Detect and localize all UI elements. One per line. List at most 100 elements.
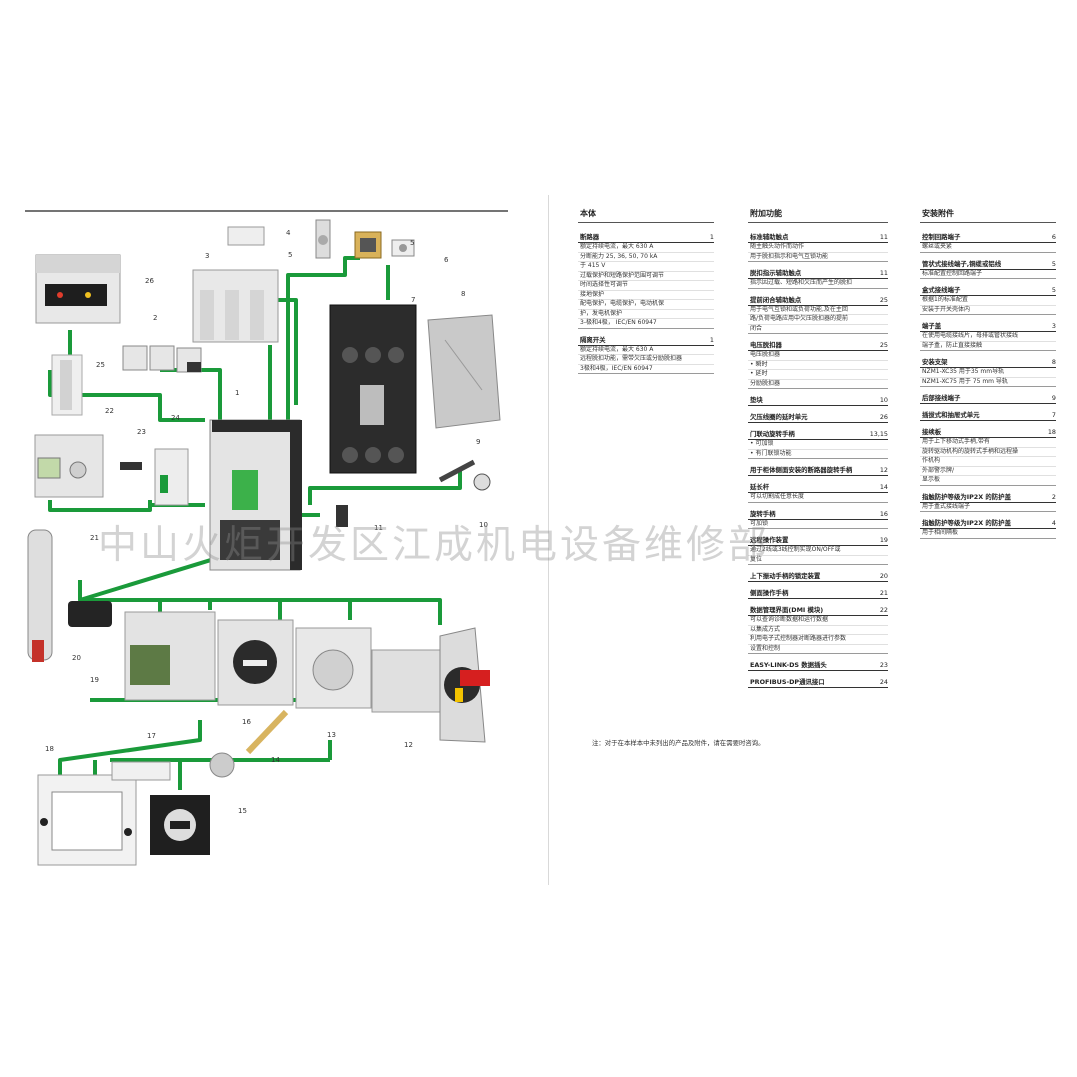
- callout-17: 17: [147, 732, 156, 740]
- entry-line: 于 415 V: [578, 262, 714, 272]
- entry-line: 电压脱扣器: [748, 351, 888, 361]
- callout-4: 4: [286, 229, 291, 237]
- callout-9: 9: [476, 438, 480, 446]
- entry-header: 欠压线圈的延时单元 26: [748, 413, 888, 423]
- entry-title: PROFIBUS-DP通讯接口: [750, 678, 825, 686]
- entry-title: 安装支架: [922, 358, 948, 366]
- entry-line: 安装于开关壳体内: [920, 306, 1056, 315]
- entry-line: 路/负荷电路应用中欠压脱扣器的提前: [748, 315, 888, 325]
- entry-header: 旋转手柄 16: [748, 510, 888, 520]
- mounting-plate-8: [427, 314, 501, 429]
- entry-reference-number: 5: [1051, 259, 1056, 268]
- entry-title: 指触防护等级为IP2X 的防护盖: [922, 492, 1011, 501]
- door-handle-13: [295, 627, 372, 709]
- entry-line: 在使用电缆接线片，母排或管状接线: [920, 332, 1056, 342]
- callout-25: 25: [96, 361, 105, 369]
- entry-line: 额定持续电流，最大 630 A: [578, 346, 714, 355]
- phase-separator-4: [227, 226, 265, 246]
- accessory-bus-top: [80, 598, 442, 625]
- entry-line: 额定持续电流，最大 630 A: [578, 243, 714, 253]
- entry-reference-number: 11: [879, 233, 888, 241]
- callout-18: 18: [45, 745, 54, 753]
- entry-line: 设置和控制: [748, 645, 888, 654]
- page-gutter: [548, 195, 549, 885]
- entry-header: 安装支架 8: [920, 358, 1056, 368]
- entry-title: 旋转手柄: [750, 509, 776, 518]
- entry-reference-number: 9: [1051, 394, 1056, 402]
- entry-header: 断路器 1: [578, 233, 714, 243]
- entry-title: 断路器: [580, 233, 600, 241]
- callout-3: 3: [205, 252, 209, 260]
- column-title: 本体: [578, 208, 714, 223]
- entry-reference-number: 8: [1051, 358, 1056, 366]
- entry-header: 接续板 18: [920, 428, 1056, 438]
- entry-reference-number: 5: [1051, 286, 1056, 294]
- entry-reference-number: 11: [879, 269, 888, 277]
- callout-22: 22: [105, 407, 114, 415]
- profibus-interface-24: [154, 448, 189, 506]
- entry-line: 3-极和4极， IEC/EN 60947: [578, 319, 714, 329]
- entry-reference-number: 13,15: [869, 430, 888, 438]
- easy-controller-22: [34, 434, 104, 498]
- entry-title: 上下振动手柄的锁定装置: [750, 572, 821, 580]
- entry-reference-number: 16: [879, 509, 888, 518]
- entry-line: 标准配置控制回路端子: [920, 270, 1056, 279]
- accessory-diagram: 1 2 3 4 5 5 6 7 8 9 10 11 12 13 14 15 16…: [25, 210, 508, 866]
- entry-title: 管状式接线端子,铜缆或铝线: [922, 259, 1002, 268]
- entry-reference-number: 26: [879, 413, 888, 421]
- entry-reference-number: 1: [709, 335, 714, 344]
- entry-title: 控制回路端子: [922, 233, 961, 241]
- entry-title: 标准辅助触点: [750, 233, 789, 241]
- footnote: 注：对于在本样本中未列出的产品及附件，请在需要时咨询。: [592, 739, 765, 747]
- callout-11: 11: [374, 524, 383, 532]
- entry-line: • 有门联锁功能: [748, 450, 888, 459]
- entry-title: 提前闭合辅助触点: [750, 295, 802, 304]
- entry-reference-number: 21: [879, 589, 888, 597]
- dmi-module-26: [35, 254, 121, 324]
- entry-title: 欠压线圈的延时单元: [750, 413, 808, 421]
- entry-reference-number: 1: [709, 233, 714, 241]
- entry-line: • 可加锁: [748, 440, 888, 450]
- connector-terminal-line: [286, 256, 360, 420]
- entry-reference-number: 14: [879, 483, 888, 491]
- locking-device-20: [68, 601, 112, 627]
- plugin-unit-7: [329, 304, 417, 474]
- catalog-entry: 管状式接线端子,铜缆或铝线 5 标准配置控制回路端子: [920, 259, 1056, 279]
- door-handle-15: [150, 795, 210, 855]
- entry-reference-number: 3: [1051, 322, 1056, 330]
- catalog-entry: 后部接线端子 9: [920, 394, 1056, 404]
- entry-line: 分励脱扣器: [748, 380, 888, 389]
- entry-line: 远程脱扣功能，需带欠压或分励脱扣器: [578, 355, 714, 365]
- entry-line: 根据1的标准配置: [920, 296, 1056, 306]
- control-terminal-6: [391, 239, 415, 257]
- entry-title: 接续板: [922, 428, 942, 436]
- entry-header: 后部接线端子 9: [920, 394, 1056, 404]
- entry-title: 侧面操作手柄: [750, 589, 789, 597]
- entry-line: NZM1-XC75 用于 75 mm 导轨: [920, 378, 1056, 387]
- callout-12: 12: [404, 741, 413, 749]
- entry-line: 用于电气互锁和或负荷功能,及在主回: [748, 306, 888, 315]
- circuit-breaker-1: [209, 419, 302, 571]
- entry-reference-number: 18: [1047, 428, 1056, 436]
- entry-title: 后部接线端子: [922, 394, 961, 402]
- callout-5a: 5: [288, 251, 292, 259]
- entry-title: 端子盖: [922, 322, 942, 330]
- entry-header: 侧面操作手柄 21: [748, 589, 888, 599]
- entry-line: 用于相间隔板: [920, 529, 1056, 539]
